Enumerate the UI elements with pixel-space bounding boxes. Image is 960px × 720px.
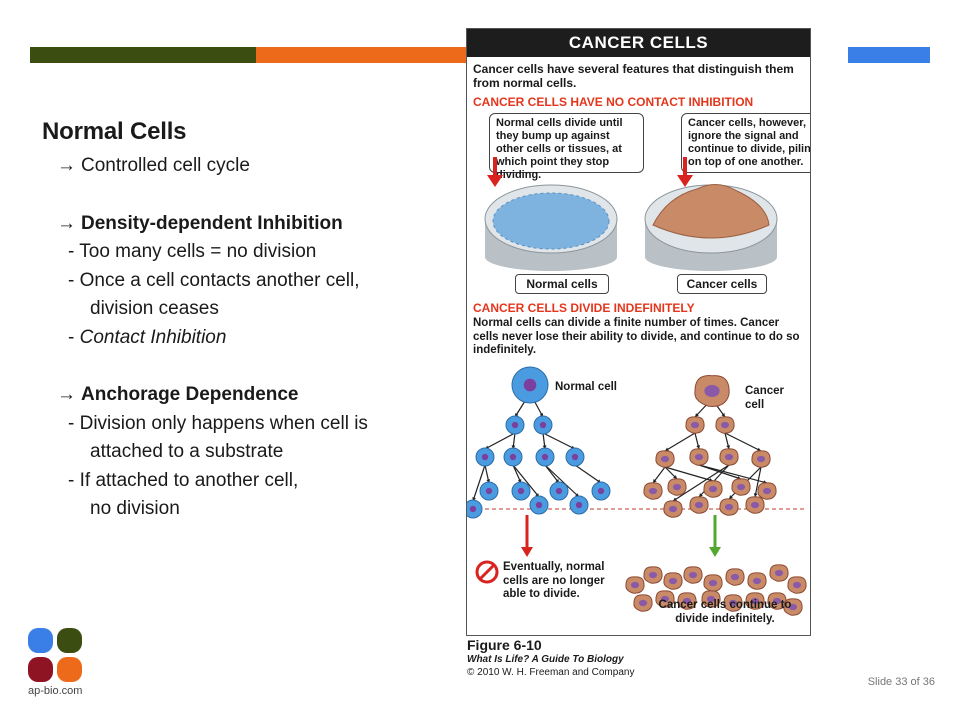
cell-nucleus xyxy=(485,487,493,495)
callout-cancer-cells: Cancer cells, however, ignore the signal… xyxy=(681,113,810,173)
cell-nucleus xyxy=(724,503,734,511)
sub-bullet: - If attached to another cell, xyxy=(68,469,299,491)
copyright: © 2010 W. H. Freeman and Company xyxy=(467,667,635,678)
cell-nucleus xyxy=(535,501,543,509)
ap-bio-logo-icon xyxy=(28,628,82,682)
cell-nucleus xyxy=(630,581,640,589)
cell-nucleus xyxy=(638,599,648,607)
cell-nucleus xyxy=(660,595,670,603)
cell-nucleus xyxy=(724,453,734,461)
sub-bullet-continued: division ceases xyxy=(90,298,219,319)
cell-nucleus xyxy=(682,597,692,605)
arrow-icon: → xyxy=(57,155,76,176)
cell-nucleus xyxy=(555,487,563,495)
cell-division-tree xyxy=(467,366,807,616)
accent-bar-orange xyxy=(256,47,468,63)
bullet-anchorage-dependence: →Anchorage Dependence xyxy=(42,381,432,410)
cell-nucleus xyxy=(792,581,802,589)
accent-bar-blue xyxy=(848,47,930,63)
cell-nucleus xyxy=(509,453,517,461)
section-no-contact-inhibition: CANCER CELLS HAVE NO CONTACT INHIBITION xyxy=(473,95,754,109)
normal-cell-label: Normal cell xyxy=(555,381,617,393)
sub-bullet: - Division only happens when cell is xyxy=(68,412,368,434)
logo-text: ap-bio.com xyxy=(28,685,83,697)
arrow-icon: → xyxy=(57,212,76,234)
bullet-controlled-cell-cycle: →Controlled cell cycle xyxy=(42,152,432,181)
cell-nucleus xyxy=(648,487,658,495)
cell-nucleus xyxy=(708,579,718,587)
cell-nucleus xyxy=(694,501,704,509)
cell-nucleus xyxy=(575,501,583,509)
cell-nucleus xyxy=(708,485,718,493)
cancer-cell-label: Cancer cell xyxy=(745,385,784,411)
cell-nucleus xyxy=(704,385,720,397)
figure-intro: Cancer cells have several features that … xyxy=(473,62,794,90)
figure-caption: Figure 6-10 What Is Life? A Guide To Bio… xyxy=(467,637,687,679)
cell-nucleus xyxy=(720,421,730,429)
cell-nucleus xyxy=(752,577,762,585)
dish-illustration xyxy=(471,157,806,584)
cancer-continue-text: Cancer cells continue to divide indefini… xyxy=(658,599,792,625)
slide-number: Slide 33 of 36 xyxy=(867,676,935,688)
dish-label-cancer: Cancer cells xyxy=(677,274,767,294)
cell-nucleus xyxy=(597,487,605,495)
slide-title: Normal Cells xyxy=(42,118,187,145)
cell-nucleus xyxy=(694,453,704,461)
section-divide-text: Normal cells can divide a finite number … xyxy=(473,317,800,356)
cell-nucleus xyxy=(774,569,784,577)
cancer-cells-figure: CANCER CELLS Cancer cells have several f… xyxy=(466,28,811,636)
cell-nucleus xyxy=(688,571,698,579)
cell-nucleus xyxy=(660,455,670,463)
cell-nucleus xyxy=(672,483,682,491)
section-divide-indefinitely: CANCER CELLS DIVIDE INDEFINITELY xyxy=(473,301,695,315)
figure-header: CANCER CELLS xyxy=(467,29,810,57)
slide-text-content: Normal Cells →Controlled cell cycle →Den… xyxy=(42,118,432,524)
book-title: What Is Life? A Guide To Biology xyxy=(467,654,624,665)
cell-nucleus xyxy=(523,378,537,392)
eventually-text: Eventually, normal cells are no longer a… xyxy=(503,561,605,600)
figure-number: Figure 6-10 xyxy=(467,637,542,653)
cell-nucleus xyxy=(788,603,798,611)
cell-nucleus xyxy=(541,453,549,461)
cell-nucleus xyxy=(517,487,525,495)
accent-bar-green xyxy=(30,47,256,63)
cell-nucleus xyxy=(750,501,760,509)
cell-nucleus xyxy=(728,599,738,607)
cell-nucleus xyxy=(756,455,766,463)
cell-nucleus xyxy=(648,571,658,579)
cell-nucleus xyxy=(539,421,547,429)
cell-nucleus xyxy=(762,487,772,495)
sub-bullet-continued: attached to a substrate xyxy=(90,441,284,462)
cell-nucleus xyxy=(668,577,678,585)
cell-nucleus xyxy=(690,421,700,429)
arrow-icon: → xyxy=(57,384,76,405)
cell-nucleus xyxy=(571,453,579,461)
cell-nucleus xyxy=(772,597,782,605)
cell-nucleus xyxy=(736,483,746,491)
callout-normal-cells: Normal cells divide until they bump up a… xyxy=(489,113,644,181)
cell-nucleus xyxy=(668,505,678,513)
bullet-density-dependent-inhibition: →Density-dependent Inhibition xyxy=(42,210,432,239)
contact-inhibition-term: Contact Inhibition xyxy=(79,326,227,348)
cell-nucleus xyxy=(481,453,489,461)
sub-bullet-continued: no division xyxy=(90,498,180,519)
cell-nucleus xyxy=(730,573,740,581)
dish-label-normal: Normal cells xyxy=(515,274,609,294)
sub-bullet: - Too many cells = no division xyxy=(68,241,317,262)
sub-bullet: - Contact Inhibition xyxy=(68,326,227,348)
cell-nucleus xyxy=(750,597,760,605)
cell-nucleus xyxy=(511,421,519,429)
sub-bullet: - Once a cell contacts another cell, xyxy=(68,269,360,291)
cell-nucleus xyxy=(706,595,716,603)
cell-nucleus xyxy=(469,505,477,513)
